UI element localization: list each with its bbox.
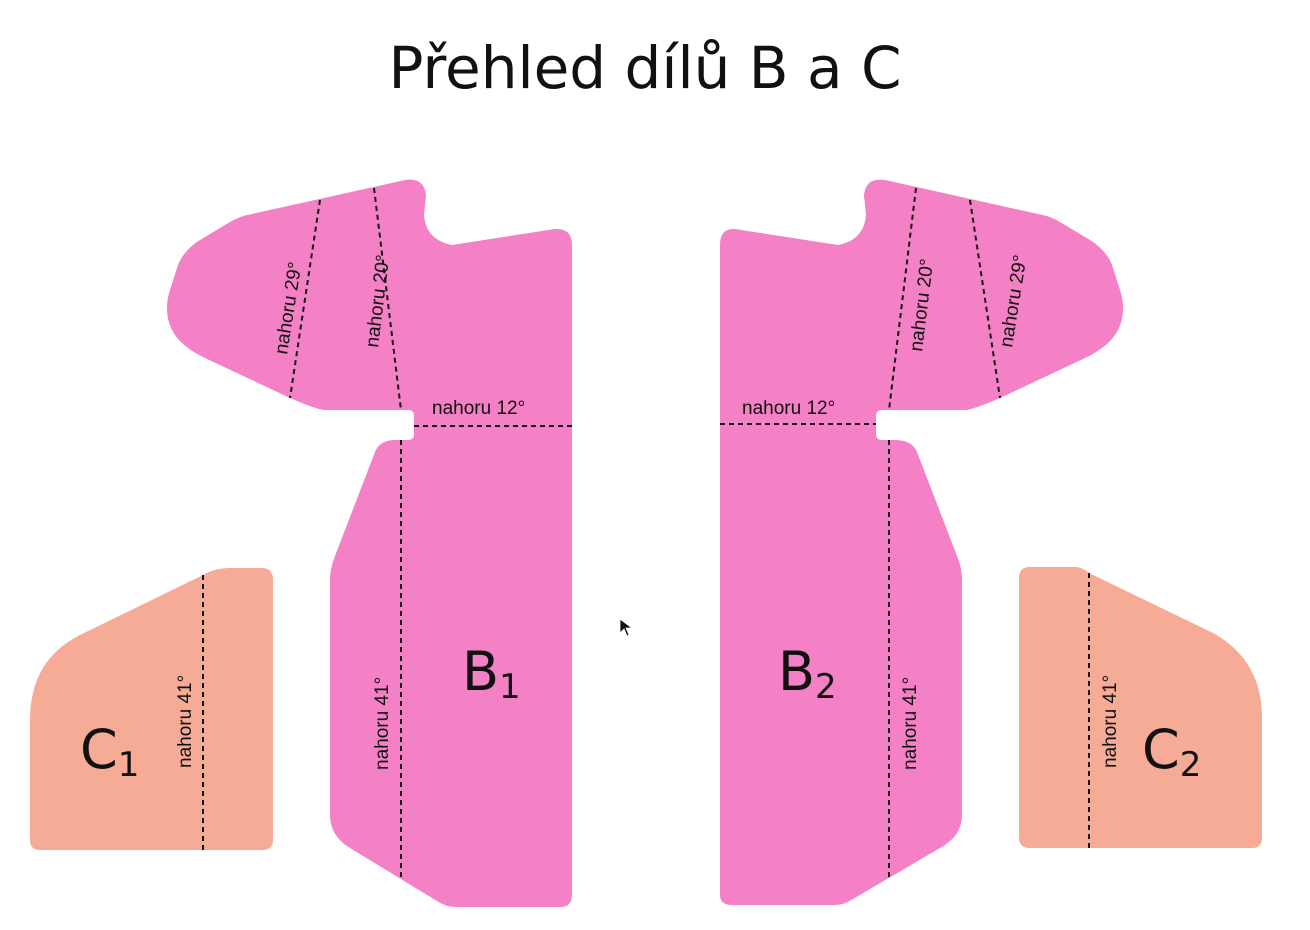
piece-b1-fold-line-1	[289, 199, 321, 399]
piece-b1-label: B1	[462, 640, 521, 707]
piece-c1-fold-label: nahoru 41°	[175, 675, 196, 768]
piece-c2-shape	[1019, 567, 1262, 848]
piece-b1-shape	[166, 179, 572, 908]
diagram-title: Přehled dílů B a C	[389, 34, 902, 102]
piece-c1-shape	[30, 568, 273, 850]
piece-c1-label: C1	[80, 718, 139, 785]
piece-b2-fold-label-waist: nahoru 12°	[742, 398, 835, 419]
piece-b1-fold-line-2	[373, 187, 402, 411]
piece-b1-fold-label-waist: nahoru 12°	[432, 398, 525, 419]
piece-b2-shape	[720, 179, 1124, 906]
piece-c2-label: C2	[1142, 718, 1201, 785]
piece-b2-fold-line-2	[969, 199, 1001, 399]
arrow-cursor-icon	[619, 618, 634, 637]
piece-b2-fold-label-body: nahoru 41°	[900, 677, 921, 770]
piece-b2-fold-line-1	[888, 187, 917, 411]
piece-b1-fold-label-body: nahoru 41°	[372, 677, 393, 770]
piece-b2: nahoru 20° nahoru 29° nahoru 12° nahoru …	[720, 179, 1124, 906]
piece-c2-fold-label: nahoru 41°	[1100, 675, 1121, 768]
piece-b1: nahoru 29° nahoru 20° nahoru 12° nahoru …	[166, 179, 572, 908]
piece-c1: nahoru 41° C1	[30, 568, 273, 850]
piece-b2-label: B2	[778, 640, 837, 707]
piece-c2: nahoru 41° C2	[1019, 567, 1262, 848]
